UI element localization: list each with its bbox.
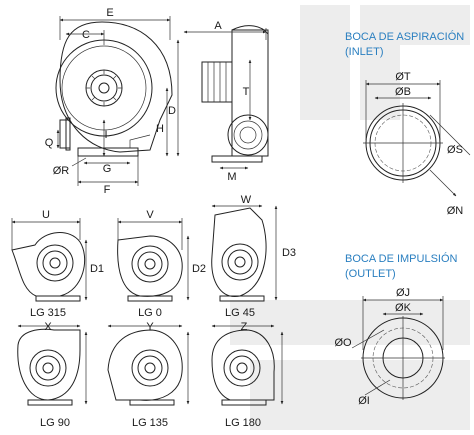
variant-lg-0-caption: LG 0 [138, 307, 162, 319]
dim-a: A [214, 20, 222, 32]
dim-inlet-s: ØS [447, 144, 463, 156]
variant-lg-315 [11, 218, 88, 302]
variant-lg-90 [17, 324, 88, 406]
variant-lg-135-width: Y [146, 321, 154, 333]
variant-lg-315-width: U [42, 209, 50, 221]
variant-lg-45-width: W [241, 194, 252, 206]
dim-inlet-n: ØN [447, 205, 464, 217]
dim-f: F [104, 184, 111, 196]
variant-lg-45-caption: LG 45 [225, 307, 255, 319]
outlet-title: BOCA DE IMPULSIÓN [345, 252, 458, 265]
dim-t: T [243, 86, 250, 98]
dim-outlet-k: ØK [395, 302, 412, 314]
variant-lg-315-caption: LG 315 [30, 307, 66, 319]
side-dimension-lines [183, 28, 267, 170]
dim-m: M [227, 171, 236, 183]
dim-q: Q [45, 137, 54, 149]
dim-i: I [104, 129, 107, 141]
dim-c: C [82, 29, 90, 41]
dim-h: H [156, 123, 164, 135]
inlet-subtitle: (INLET) [345, 46, 384, 58]
watermark-logo [230, 5, 470, 430]
main-dimension-lines [56, 16, 180, 186]
variant-lg-45-height: D3 [282, 247, 296, 259]
variant-lg-180-width: Z [241, 321, 248, 333]
variant-lg-315-height: D1 [90, 263, 104, 275]
dim-e: E [106, 7, 113, 19]
dim-d: D [168, 105, 176, 117]
variant-lg-0 [117, 218, 190, 302]
dim-outlet-j: ØJ [396, 287, 410, 299]
main-dimension-labels: E C D H I Q ØR G F [45, 7, 176, 196]
impeller-blades [86, 70, 122, 106]
variant-lg-135-caption: LG 135 [132, 417, 168, 429]
inlet-section: BOCA DE ASPIRACIÓN (INLET) [345, 30, 471, 197]
variant-lg-0-width: V [146, 209, 154, 221]
dim-outlet-o: ØO [334, 337, 352, 349]
dim-r: ØR [53, 165, 70, 177]
variant-lg-135 [107, 324, 190, 406]
variant-lg-0-height: D2 [192, 263, 206, 275]
side-view [201, 25, 269, 163]
dim-inlet-t: ØT [395, 71, 411, 83]
variant-lg-90-caption: LG 90 [40, 417, 70, 429]
outlet-subtitle: (OUTLET) [345, 268, 396, 280]
inlet-title: BOCA DE ASPIRACIÓN [345, 30, 464, 43]
dim-inlet-b: ØB [395, 86, 411, 98]
dim-outlet-i: ØI [358, 395, 370, 407]
outlet-section: BOCA DE IMPULSIÓN (OUTLET) [345, 252, 458, 400]
variant-lg-90-width: X [44, 321, 52, 333]
main-front-view [55, 21, 173, 163]
variant-lg-180 [211, 324, 284, 406]
dim-g: G [103, 163, 112, 175]
variant-lg-45 [211, 204, 278, 302]
variant-lg-180-caption: LG 180 [225, 417, 261, 429]
